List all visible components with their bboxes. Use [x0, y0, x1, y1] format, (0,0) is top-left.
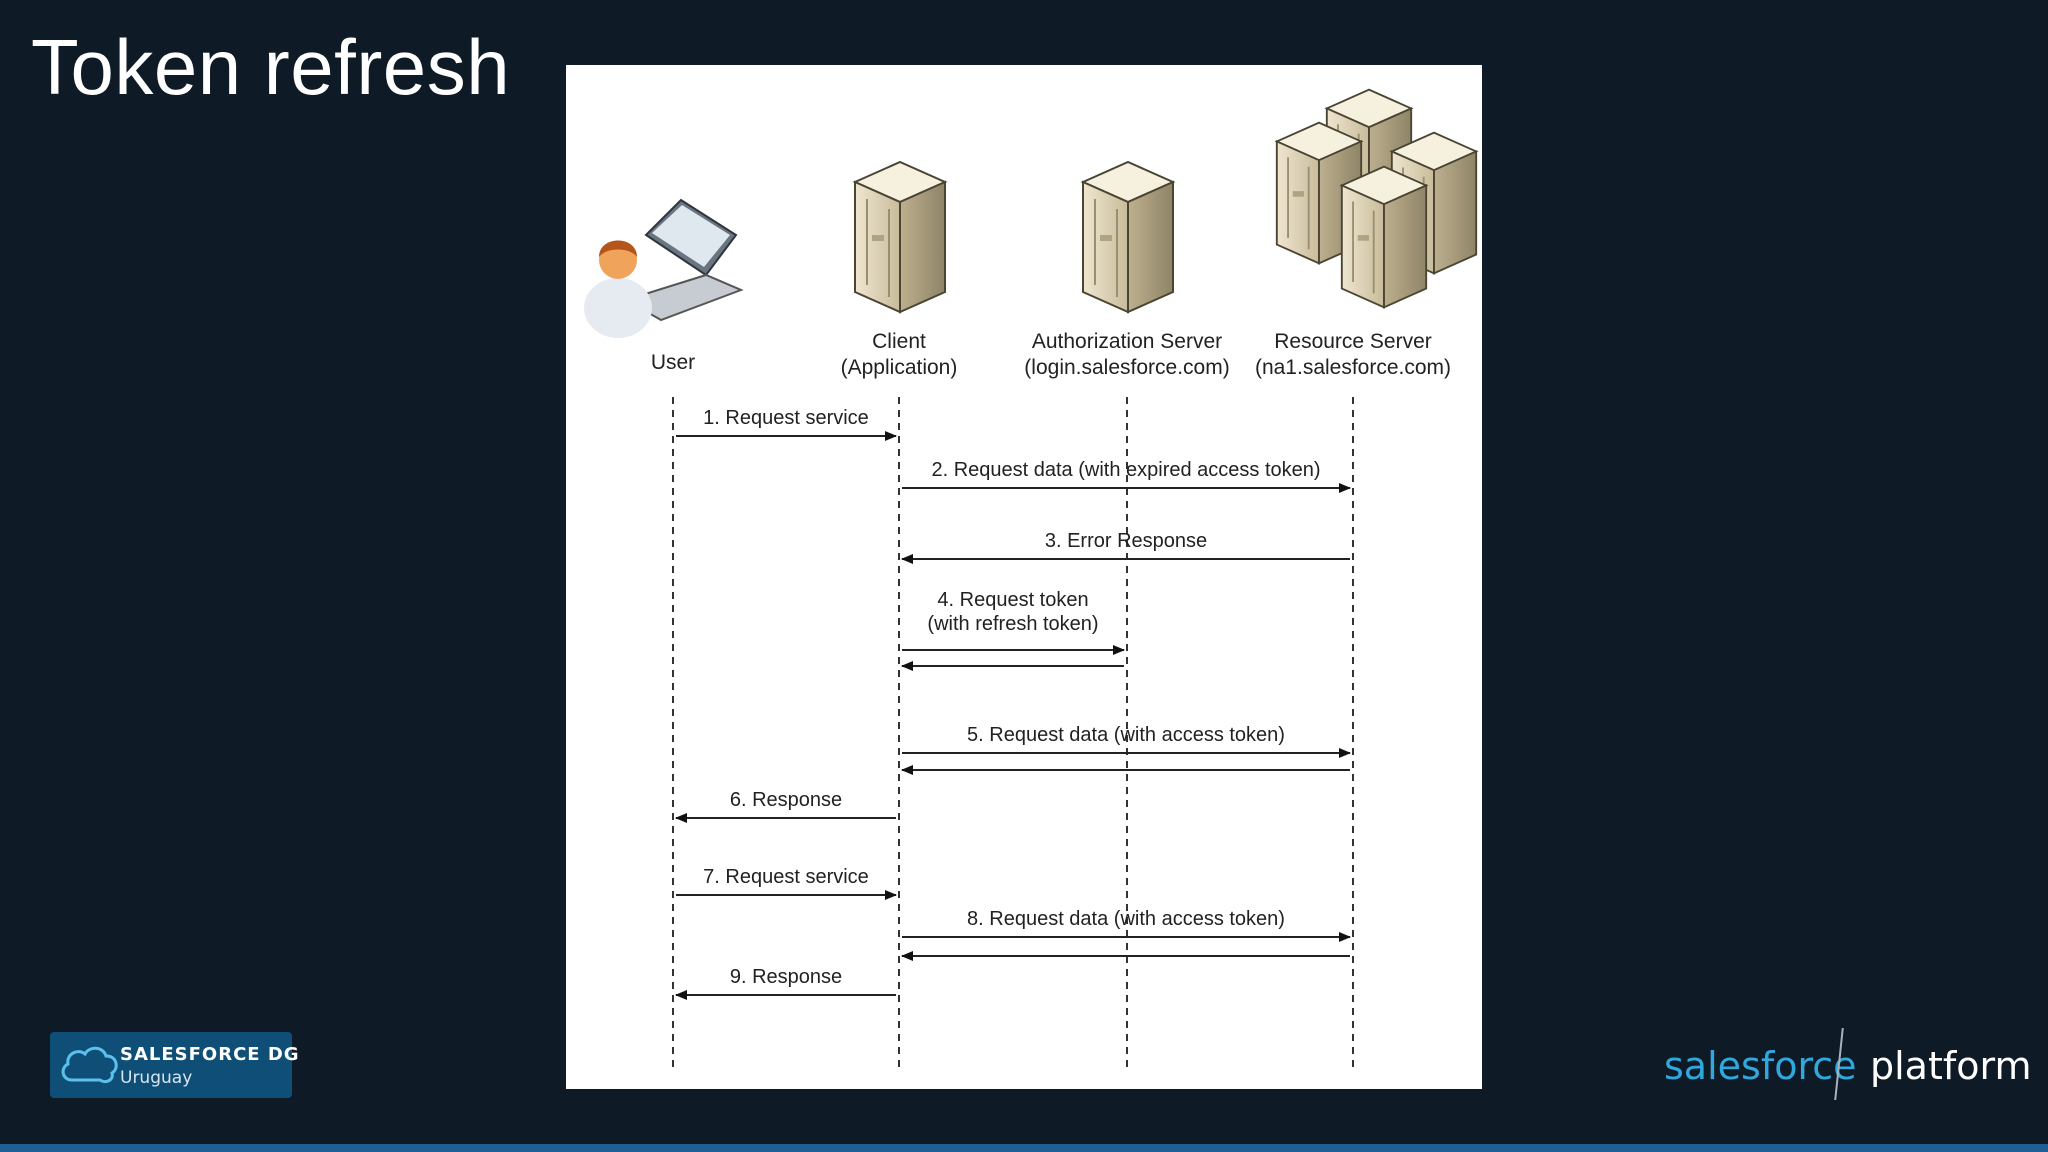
- message-1: 1. Request service: [676, 407, 897, 441]
- message-2: 2. Request data (with expired access tok…: [902, 459, 1351, 493]
- message-label: 9. Response: [730, 966, 842, 988]
- message-label: 4. Request token: [937, 589, 1088, 611]
- message-label: 5. Request data (with access token): [967, 724, 1285, 746]
- message-sublabel: (with refresh token): [927, 613, 1098, 635]
- sequence-diagram: User Client (Application) Authorization Ser…: [566, 65, 1482, 1089]
- salesforce-platform-logo: salesforce platform: [1664, 1026, 2031, 1106]
- participant-label-user: User: [651, 351, 695, 374]
- participant-label-client: Client: [872, 330, 926, 353]
- message-label: 2. Request data (with expired access tok…: [931, 459, 1320, 481]
- message-label: 8. Request data (with access token): [967, 908, 1285, 930]
- participant-label-resource: Resource Server: [1274, 330, 1432, 353]
- participant-label-auth: Authorization Server: [1032, 330, 1222, 353]
- message-9: 7. Request service: [676, 866, 897, 900]
- lifelines: [672, 397, 1354, 1070]
- salesforce-wordmark: salesforce: [1664, 1044, 1857, 1088]
- badge-subtitle: Uruguay: [120, 1068, 193, 1088]
- message-4: 4. Request token(with refresh token): [902, 589, 1125, 655]
- message-label: 3. Error Response: [1045, 530, 1207, 552]
- participant-sublabel-auth: (login.salesforce.com): [1024, 356, 1229, 379]
- message-label: 6. Response: [730, 789, 842, 811]
- platform-wordmark: platform: [1870, 1044, 2032, 1088]
- bottom-accent-bar: [0, 1144, 2048, 1152]
- server-icon: [853, 160, 947, 314]
- messages: 1. Request service 2. Request data (with …: [675, 407, 1351, 1000]
- message-label: 7. Request service: [703, 866, 869, 888]
- participant-sublabel-resource: (na1.salesforce.com): [1255, 356, 1451, 379]
- badge-title: SALESFORCE DG: [120, 1044, 300, 1065]
- participant-sublabel-client: (Application): [841, 356, 958, 379]
- salesforce-dg-badge: SALESFORCE DG Uruguay: [50, 1032, 299, 1098]
- slide-title: Token refresh: [31, 23, 511, 111]
- server-icon: [1081, 160, 1175, 314]
- message-10: 8. Request data (with access token): [902, 908, 1351, 942]
- message-label: 1. Request service: [703, 407, 869, 429]
- sequence-diagram-canvas: User Client (Application) Authorization Ser…: [584, 88, 1478, 1070]
- participants: User Client (Application) Authorization Ser…: [584, 88, 1478, 379]
- user-laptop-icon: [584, 198, 744, 338]
- message-6: 5. Request data (with access token): [902, 724, 1351, 758]
- server-cluster-icon: [1275, 88, 1478, 309]
- message-12: 9. Response: [675, 966, 896, 1000]
- cloud-icon: [61, 1046, 118, 1084]
- message-3: 3. Error Response: [901, 530, 1350, 564]
- message-8: 6. Response: [675, 789, 896, 823]
